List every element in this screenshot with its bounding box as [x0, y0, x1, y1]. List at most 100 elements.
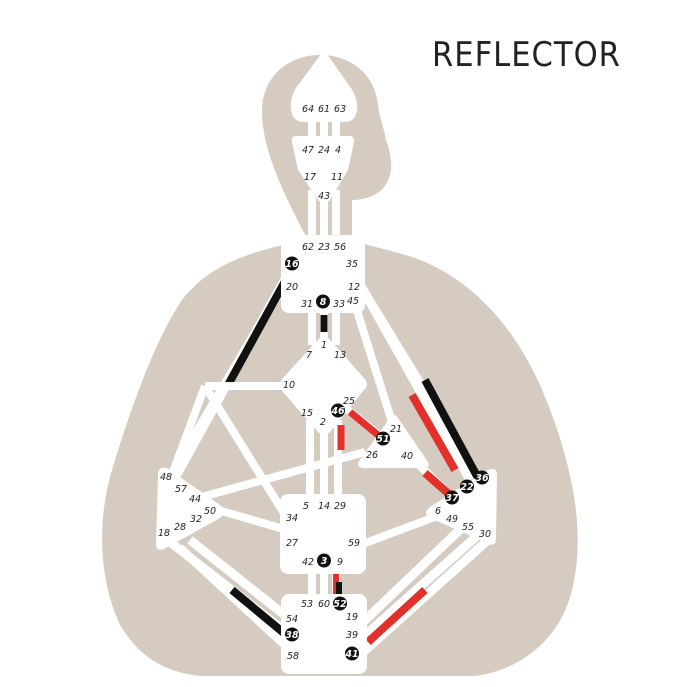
gate-58-label: 58: [287, 651, 299, 662]
gate-3-active-marker: [317, 553, 331, 568]
gate-31-label: 31: [301, 299, 313, 310]
gate-32-label: 32: [190, 514, 202, 525]
gate-64-label: 64: [302, 104, 314, 115]
gate-22-active-marker: [460, 479, 474, 494]
gate-21-label: 21: [390, 424, 402, 435]
chart-title: REFLECTOR: [432, 35, 621, 75]
channel-19-49-active: [365, 587, 428, 645]
gate-14-label: 14: [318, 501, 330, 512]
channel-segment: [357, 531, 481, 644]
gate-25-label: 25: [343, 396, 355, 407]
throat-center: [281, 235, 365, 313]
gate-13-label: 13: [334, 350, 346, 361]
gate-44-label: 44: [189, 494, 201, 505]
gate-49-label: 49: [446, 514, 458, 525]
gate-37-active-marker: [445, 490, 459, 505]
gate-57-label: 57: [175, 484, 187, 495]
gate-56-label: 56: [334, 242, 346, 253]
spleen-center: [156, 467, 224, 550]
gate-51-label: 51: [376, 434, 389, 445]
gate-43-label: 43: [318, 191, 330, 202]
gate-45-label: 45: [347, 296, 359, 307]
gate-41-active-marker: [345, 646, 359, 661]
g-center: [280, 333, 367, 435]
channel-38-active: [229, 586, 288, 638]
gate-17-label: 17: [304, 172, 316, 183]
ajna-center: [291, 136, 355, 203]
gate-8-active-marker: [316, 294, 330, 309]
gate-11-label: 11: [331, 172, 343, 183]
gate-46-label: 46: [330, 406, 345, 417]
gate-33-label: 33: [333, 299, 345, 310]
gate-4-label: 4: [335, 145, 341, 156]
gate-50-label: 50: [204, 506, 216, 517]
gate-16-label: 16: [285, 259, 299, 270]
gate-29-label: 29: [334, 501, 346, 512]
channel-40-37-active: [422, 469, 453, 499]
gate-26-label: 26: [366, 450, 378, 461]
channel-segment: [216, 506, 289, 534]
gate-36-active-marker: [475, 470, 489, 485]
channel-segment: [356, 516, 474, 629]
gate-54-label: 54: [286, 614, 298, 625]
channel-segment: [196, 448, 367, 502]
gate-12-label: 12: [348, 282, 360, 293]
channel-segment: [356, 536, 492, 659]
channel-segment: [358, 511, 442, 549]
gate-60-label: 60: [318, 599, 330, 610]
gate-5-label: 5: [303, 501, 309, 512]
gate-39-label: 39: [346, 630, 358, 641]
gate-62-label: 62: [302, 242, 314, 253]
gate-2-label: 2: [320, 417, 326, 428]
sacral-center: [280, 494, 366, 574]
gate-10-label: 10: [283, 380, 295, 391]
channel-segment: [187, 536, 299, 628]
gate-59-label: 59: [348, 538, 360, 549]
gate-52-active-marker: [333, 596, 347, 611]
gate-7-label: 7: [306, 350, 312, 361]
gate-38-label: 38: [285, 630, 299, 641]
gate-19-label: 19: [346, 612, 358, 623]
gate-27-label: 27: [286, 538, 298, 549]
gate-53-label: 53: [301, 599, 313, 610]
gate-37-label: 37: [445, 493, 459, 504]
gate-55-label: 55: [462, 522, 474, 533]
gate-42-label: 42: [302, 557, 314, 568]
gate-48-label: 48: [160, 472, 172, 483]
gate-63-label: 63: [334, 104, 346, 115]
gate-16-active-marker: [285, 256, 299, 271]
gate-3-label: 3: [321, 556, 328, 567]
gate-34-label: 34: [286, 513, 298, 524]
gate-18-label: 18: [158, 528, 170, 539]
channel-segment: [166, 384, 209, 482]
channel-segment: [349, 296, 396, 424]
gate-36-label: 36: [475, 473, 489, 484]
gate-9-label: 9: [337, 557, 343, 568]
gate-52-label: 52: [333, 599, 347, 610]
heart-center: [358, 415, 429, 468]
gate-61-label: 61: [318, 104, 330, 115]
gate-24-label: 24: [318, 145, 330, 156]
gate-40-label: 40: [401, 451, 413, 462]
gate-30-label: 30: [479, 529, 491, 540]
gate-38-active-marker: [285, 627, 299, 642]
gate-46-active-marker: [331, 403, 345, 418]
gate-1-label: 1: [321, 340, 327, 351]
channel-16-active: [224, 272, 293, 387]
solar-plexus-center: [426, 468, 497, 545]
gate-23-label: 23: [318, 242, 330, 253]
head-center: [290, 50, 358, 122]
gate-6-label: 6: [435, 506, 441, 517]
gate-35-label: 35: [346, 259, 358, 270]
gate-51-active-marker: [376, 431, 390, 446]
gate-22-label: 22: [460, 482, 474, 493]
channel-36-active: [408, 393, 459, 472]
gate-8-label: 8: [320, 297, 327, 308]
channel-segment: [176, 544, 300, 659]
gate-20-label: 20: [286, 282, 298, 293]
gate-15-label: 15: [301, 408, 313, 419]
gate-28-label: 28: [174, 522, 186, 533]
gate-41-label: 41: [344, 649, 358, 660]
